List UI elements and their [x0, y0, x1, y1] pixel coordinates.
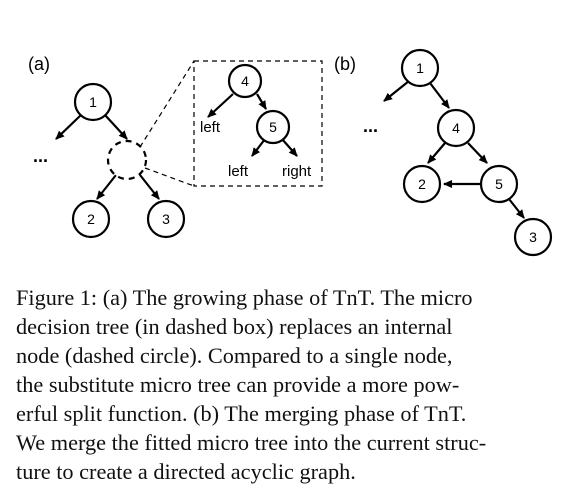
dag-node-4-label: 4 [452, 120, 460, 136]
figure-diagram: (a) (b) 1 2 3 ... 4 5 left left ri [28, 48, 553, 257]
edge-5-to-left [251, 138, 266, 157]
caption-line: erful split function. (b) The merging ph… [16, 401, 467, 426]
edge-5-to-right [281, 138, 298, 157]
dag-node-3-label: 3 [529, 229, 537, 245]
dag-node-5-label: 5 [495, 176, 503, 192]
tree-node-1 [73, 82, 113, 122]
edge-4-to-left [207, 93, 234, 118]
dashed-internal-node [106, 139, 148, 181]
edge-1-to-dashed [104, 114, 128, 140]
dag-edge-1-to-4 [429, 82, 450, 109]
zoom-line-top [139, 60, 195, 148]
tree-node-3 [146, 199, 186, 239]
tree-node-2 [71, 199, 111, 239]
edge-4-to-5 [256, 93, 267, 110]
caption-line: decision tree (in dashed box) replaces a… [16, 314, 453, 339]
panel-b-label: (b) [334, 54, 356, 74]
dag-edge-4-to-2 [427, 142, 446, 164]
ellipsis-left: ... [33, 146, 48, 166]
micro-tree-dashed-box [193, 60, 323, 187]
dag-node-5 [479, 164, 519, 204]
dag-edge-1-to-ellipsis [383, 80, 410, 102]
caption-line: node (dashed circle). Compared to a sing… [16, 343, 453, 368]
panel-a-label: (a) [28, 54, 50, 74]
figure-caption: Figure 1: (a) The growing phase of TnT. … [16, 283, 572, 486]
edge-dashed-to-3 [139, 174, 160, 200]
edge-1-to-ellipsis [55, 114, 82, 140]
edge-label-left-top: left [200, 119, 221, 136]
edge-label-right: right [282, 163, 312, 180]
micro-node-5 [255, 109, 291, 145]
ellipsis-right: ... [363, 116, 378, 136]
dag-node-2-label: 2 [418, 176, 426, 192]
caption-line: the substitute micro tree can provide a … [16, 372, 460, 397]
edge-dashed-to-2 [96, 174, 117, 200]
dag-node-1-label: 1 [416, 60, 424, 76]
caption-line: Figure 1: (a) The growing phase of TnT. … [16, 285, 473, 310]
dag-edge-5-to-3 [508, 198, 525, 219]
dag-node-2 [402, 164, 442, 204]
panel-b-dag: ... 1 4 2 5 3 [363, 48, 553, 257]
dag-edge-4-to-5 [467, 142, 488, 164]
caption-line: ture to create a directed acyclic graph. [16, 459, 356, 484]
dag-node-1 [400, 48, 440, 88]
dag-node-4 [436, 108, 476, 148]
tree-node-3-label: 3 [162, 211, 170, 227]
edge-label-left-bottom: left [228, 163, 249, 180]
panel-a-tree: 1 2 3 ... 4 5 left left right [33, 60, 323, 239]
micro-node-4 [227, 63, 263, 99]
micro-node-5-label: 5 [269, 119, 277, 135]
caption-line: We merge the fitted micro tree into the … [16, 430, 487, 455]
tree-node-2-label: 2 [87, 211, 95, 227]
dag-node-3 [513, 217, 553, 257]
micro-node-4-label: 4 [241, 73, 249, 89]
zoom-line-bottom [144, 167, 195, 187]
tree-node-1-label: 1 [89, 94, 97, 110]
